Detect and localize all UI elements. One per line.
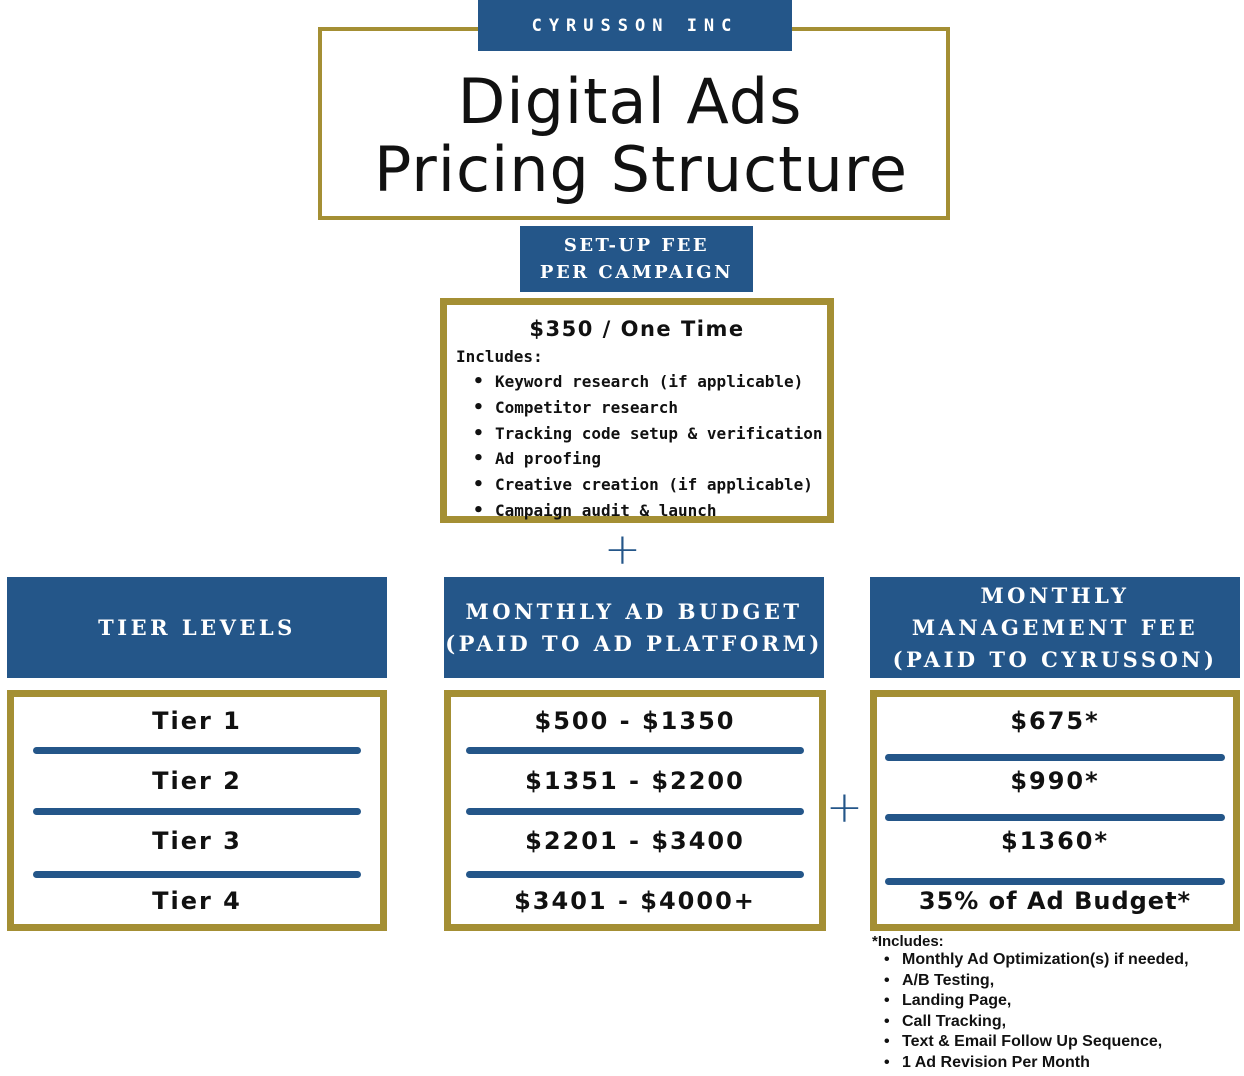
ad-budget-header-line-1: MONTHLY AD BUDGET [465,598,803,624]
setup-fee-header-line-2: PER CAMPAIGN [539,262,734,283]
row-divider [33,871,361,878]
tier-levels-header: TIER LEVELS [7,577,387,678]
row-divider [466,747,804,754]
management-fee-header-line-1: MONTHLY [980,582,1130,608]
budget-row: $2201 - $3400 [525,827,745,855]
budget-row: $3401 - $4000+ [514,887,756,915]
list-item: Keyword research (if applicable) [473,369,823,395]
fee-row: $990* [1010,767,1100,795]
list-item: Campaign audit & launch [473,498,823,524]
fee-row: $675* [1010,707,1100,735]
ad-budget-box: $500 - $1350 $1351 - $2200 $2201 - $3400… [444,690,826,931]
row-divider [33,747,361,754]
budget-row: $500 - $1350 [534,707,736,735]
page-title-line-2: Pricing Structure [373,133,909,206]
management-fee-header-line-3: (PAID TO CYRUSSON) [892,646,1218,672]
list-item: Ad proofing [473,446,823,472]
plus-icon: + [826,782,863,833]
tier-row: Tier 1 [152,707,242,735]
row-divider [466,808,804,815]
row-divider [466,871,804,878]
row-divider [885,814,1225,821]
setup-fee-price: $350 / One Time [529,317,745,341]
management-fee-box: $675* $990* $1360* 35% of Ad Budget* [870,690,1240,931]
row-divider [885,878,1225,885]
fee-row: $1360* [1000,827,1110,855]
list-item: Monthly Ad Optimization(s) if needed, [884,950,1244,971]
setup-fee-header-line-1: SET-UP FEE [563,235,710,256]
list-item: Landing Page, [884,991,1244,1012]
ad-budget-header: MONTHLY AD BUDGET (PAID TO AD PLATFORM) [444,577,824,678]
list-item: A/B Testing, [884,971,1244,992]
management-fee-header-line-2: MANAGEMENT FEE [911,614,1199,640]
list-item: Tracking code setup & verification [473,421,823,447]
management-fee-note: *Includes: Monthly Ad Optimization(s) if… [872,933,1244,1073]
list-item: Competitor research [473,395,823,421]
tier-row: Tier 4 [152,887,242,915]
setup-includes-label: Includes: [456,347,543,366]
tier-row: Tier 3 [152,827,242,855]
setup-fee-header: SET-UP FEE PER CAMPAIGN [520,226,753,292]
tier-levels-header-label: TIER LEVELS [98,614,296,640]
list-item: Text & Email Follow Up Sequence, [884,1032,1244,1053]
list-item: Call Tracking, [884,1012,1244,1033]
list-item: Creative creation (if applicable) [473,472,823,498]
management-fee-header: MONTHLY MANAGEMENT FEE (PAID TO CYRUSSON… [870,577,1240,678]
fee-row: 35% of Ad Budget* [918,887,1192,915]
setup-includes-list: Keyword research (if applicable) Competi… [473,369,823,524]
budget-row: $1351 - $2200 [525,767,745,795]
row-divider [33,808,361,815]
list-item: 1 Ad Revision Per Month [884,1053,1244,1074]
plus-icon: + [604,524,641,575]
tier-row: Tier 2 [152,767,242,795]
fee-note-title: *Includes: [872,933,944,950]
setup-fee-box: $350 / One Time Includes: Keyword resear… [440,298,834,523]
row-divider [885,754,1225,761]
page-title-line-1: Digital Ads [457,65,803,138]
fee-note-list: Monthly Ad Optimization(s) if needed, A/… [884,950,1244,1073]
company-badge: CYRUSSON INC [478,0,792,51]
tier-levels-box: Tier 1 Tier 2 Tier 3 Tier 4 [7,690,387,931]
ad-budget-header-line-2: (PAID TO AD PLATFORM) [445,630,823,656]
title-box: Digital Ads Pricing Structure [318,27,950,220]
